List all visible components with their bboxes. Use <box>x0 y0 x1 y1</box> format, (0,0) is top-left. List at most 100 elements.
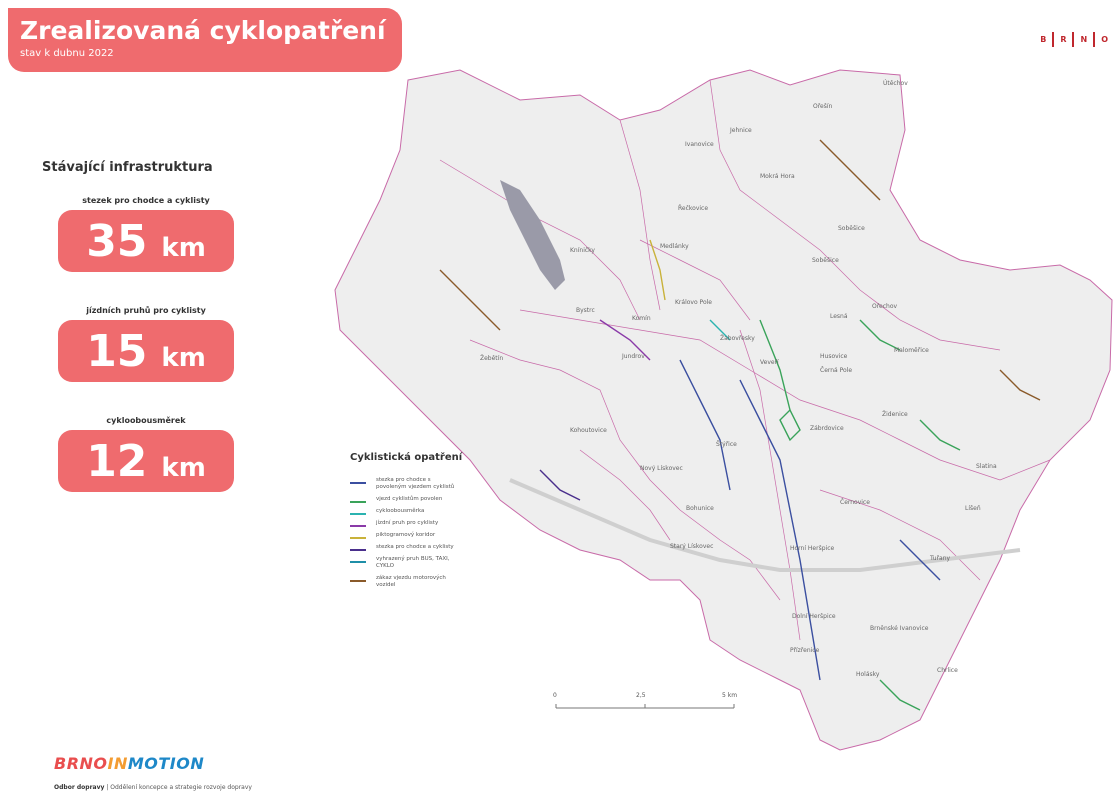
stat-label: cykloobousměrek <box>106 416 186 425</box>
scale-label: 5 km <box>722 692 738 699</box>
district-label: Husovice <box>820 353 848 360</box>
legend-swatch <box>350 501 366 503</box>
logo-part: BRNO <box>54 754 108 773</box>
legend-item: piktogramový koridor <box>350 532 500 539</box>
district-label: Královo Pole <box>675 299 712 306</box>
district-label: Útěchov <box>883 80 908 87</box>
legend-label: jízdní pruh pro cyklisty <box>376 520 439 526</box>
legend-label: stezka pro chodce s povoleným vjezdem cy… <box>376 477 455 490</box>
district-label: Ořešín <box>813 103 833 110</box>
legend-item: vjezd cyklistům povolen <box>350 496 500 503</box>
district-label: Mokrá Hora <box>760 173 795 180</box>
district-label: Starý Lískovec <box>670 543 713 550</box>
legend-item: jízdní pruh pro cyklisty <box>350 520 500 527</box>
district-label: Zábrdovice <box>810 425 844 432</box>
district-boundaries <box>439 79 1051 641</box>
district-label: Bystrc <box>576 307 595 314</box>
district-label: Černovice <box>840 499 870 506</box>
district-label: Soběšice <box>838 225 865 232</box>
department-line: Odbor dopravy | Oddělení koncepce a stra… <box>54 784 252 791</box>
department-unit: | Oddělení koncepce a strategie rozvoje … <box>106 784 252 791</box>
district-label: Přízřenice <box>790 647 820 654</box>
legend-swatch <box>350 482 366 484</box>
scale-label: 0 <box>553 692 557 699</box>
logo-letter: B <box>1040 35 1047 44</box>
district-label: Horní Heršpice <box>790 545 834 552</box>
stat-box: 12 km <box>58 430 234 492</box>
legend-label: piktogramový koridor <box>376 532 436 538</box>
district-label: Holásky <box>856 671 880 678</box>
district-label: Černá Pole <box>820 367 852 374</box>
brno-logo: B R N O <box>1034 32 1114 47</box>
stat-unit: km <box>161 233 206 263</box>
district-label: Ořechov <box>872 303 898 310</box>
district-label: Kohoutovice <box>570 427 607 434</box>
district-label: Židenice <box>882 410 908 418</box>
legend-swatch <box>350 525 366 527</box>
district-label: Žebětín <box>480 354 503 362</box>
district-label: Žabovřesky <box>720 334 755 342</box>
department-name: Odbor dopravy <box>54 784 105 791</box>
district-label: Maloměřice <box>894 347 929 354</box>
stat-label: jízdních pruhů pro cyklisty <box>86 306 206 315</box>
legend-label: stezka pro chodce a cyklisty <box>376 544 454 550</box>
scale-bar: 0 2,5 5 km <box>550 688 740 718</box>
district-label: Lesná <box>830 313 848 320</box>
legend-swatch <box>350 513 366 515</box>
district-label: Chrlice <box>937 667 958 674</box>
title-banner: Zrealizovaná cyklopatření stav k dubnu 2… <box>8 8 402 72</box>
reservoir <box>500 180 565 290</box>
district-label: Brněnské Ivanovice <box>870 625 929 632</box>
page-title: Zrealizovaná cyklopatření <box>20 16 386 45</box>
district-label: Veveří <box>760 359 779 366</box>
stat-value: 15 <box>86 326 148 377</box>
brnoinmotion-logo: BRNOINMOTION <box>54 754 204 773</box>
stat-value: 12 <box>86 436 148 487</box>
legend-item: stezka pro chodce a cyklisty <box>350 544 500 551</box>
district-label: Nový Lískovec <box>640 465 683 472</box>
logo-part: MOTION <box>127 754 205 773</box>
page-subtitle: stav k dubnu 2022 <box>20 48 114 59</box>
legend-label: vyhrazený pruh BUS, TAXI, CYKLO <box>376 556 450 569</box>
legend-label: vjezd cyklistům povolen <box>376 496 443 502</box>
legend-swatch <box>350 580 366 582</box>
stat-unit: km <box>161 343 206 373</box>
scale-label: 2,5 <box>636 692 646 699</box>
district-label: Ivanovice <box>685 141 714 148</box>
logo-part: IN <box>107 754 128 773</box>
infrastructure-heading: Stávající infrastruktura <box>42 160 213 175</box>
district-label: Komín <box>632 315 651 322</box>
district-label: Řečkovice <box>678 204 708 212</box>
district-labels: Útěchov Ořešín Jehnice Ivanovice Mokrá H… <box>480 80 997 678</box>
district-label: Líšeň <box>965 505 981 512</box>
district-label: Jundrov <box>621 353 645 360</box>
legend-item: cykloobousměrka <box>350 508 500 515</box>
legend-swatch <box>350 549 366 551</box>
legend-item: stezka pro chodce s povoleným vjezdem cy… <box>350 477 500 491</box>
legend-swatch <box>350 561 366 563</box>
legend-item: vyhrazený pruh BUS, TAXI, CYKLO <box>350 556 500 570</box>
district-label: Bohunice <box>686 505 714 512</box>
district-label: Slatina <box>976 463 997 470</box>
district-label: Soběšice <box>812 257 839 264</box>
legend-item: zákaz vjezdu motorových vozidel <box>350 575 500 589</box>
brno-cycling-map: Útěchov Ořešín Jehnice Ivanovice Mokrá H… <box>334 69 1113 751</box>
district-label: Jehnice <box>729 127 752 134</box>
logo-letter: O <box>1093 32 1114 47</box>
map-legend: Cyklistická opatření stezka pro chodce s… <box>350 452 500 594</box>
logo-letter: N <box>1072 32 1093 47</box>
legend-swatch <box>350 537 366 539</box>
highway <box>509 478 1021 572</box>
stat-box: 15 km <box>58 320 234 382</box>
district-label: Medlánky <box>660 243 689 250</box>
stat-unit: km <box>161 453 206 483</box>
stat-label: stezek pro chodce a cyklisty <box>82 196 210 205</box>
district-label: Kníničky <box>570 247 595 254</box>
legend-label: zákaz vjezdu motorových vozidel <box>376 575 446 588</box>
scale-bar-graphic <box>555 704 735 709</box>
district-label: Štýřice <box>716 441 737 448</box>
legend-label: cykloobousměrka <box>376 508 425 514</box>
legend-title: Cyklistická opatření <box>350 452 463 463</box>
stat-value: 35 <box>86 216 148 267</box>
stat-box: 35 km <box>58 210 234 272</box>
